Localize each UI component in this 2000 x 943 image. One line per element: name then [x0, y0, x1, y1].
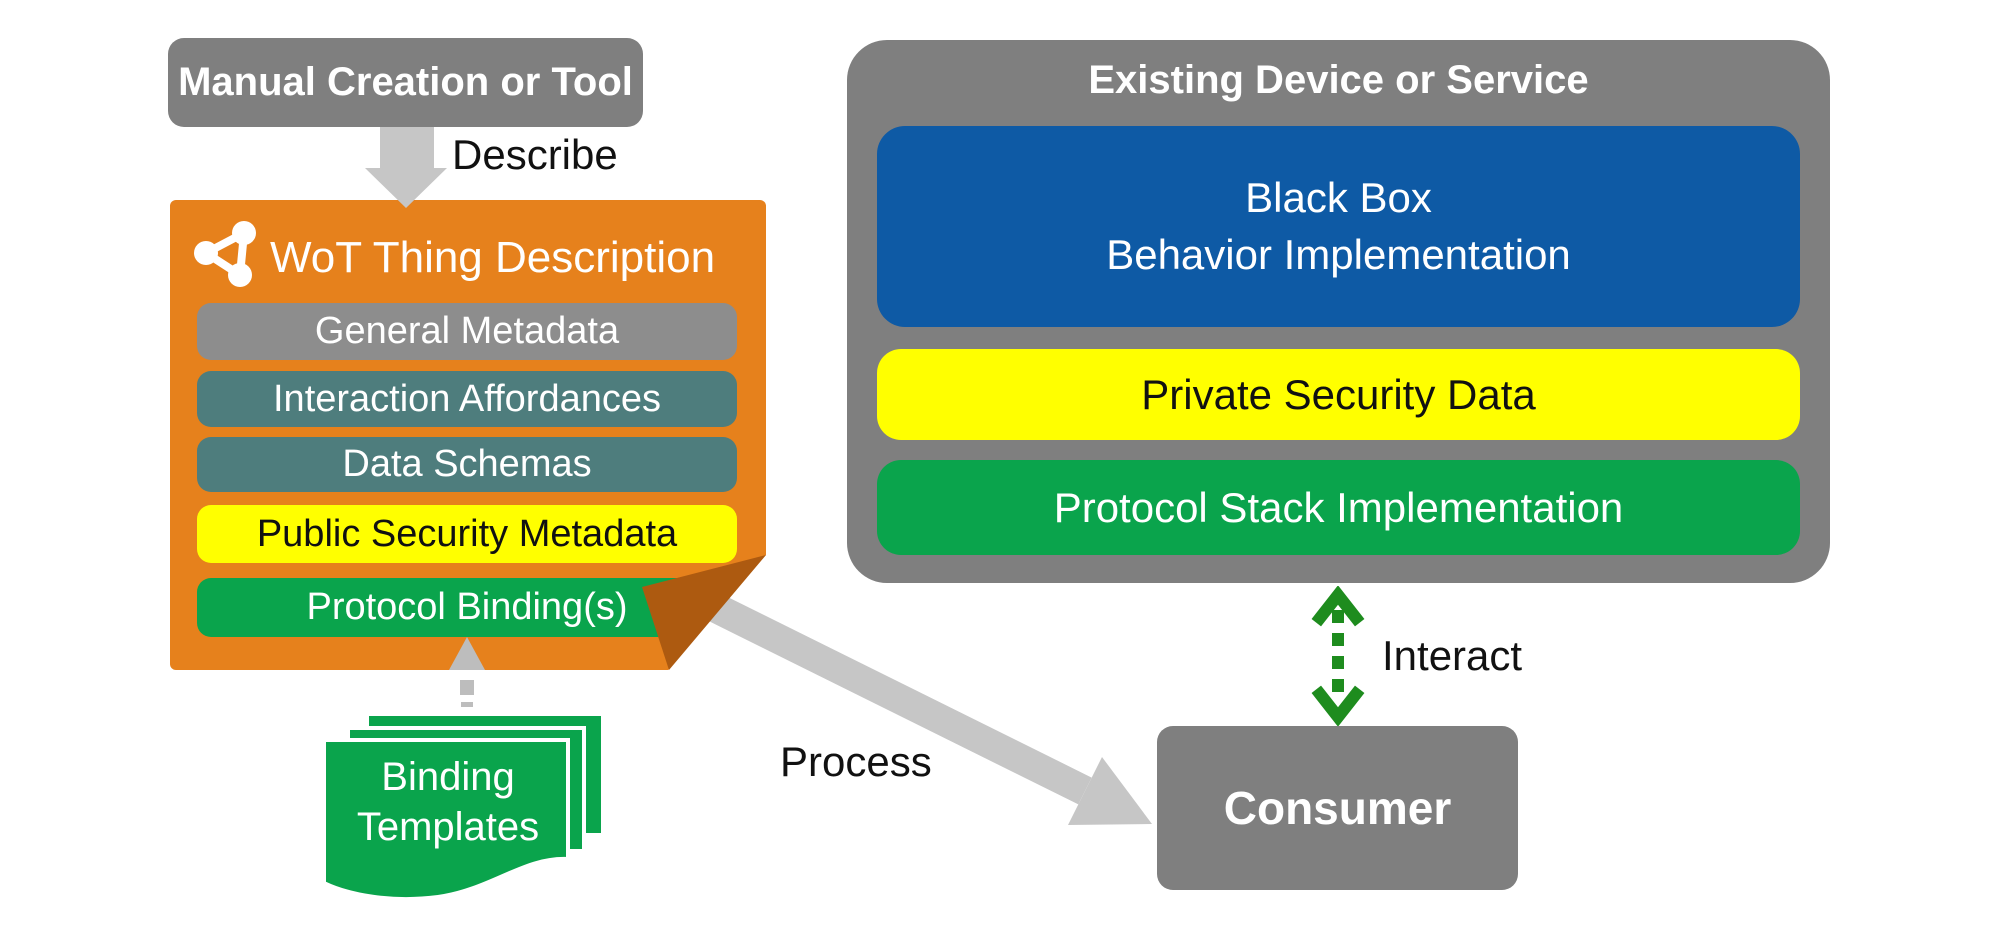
binding-templates-line1: Binding: [381, 755, 515, 799]
existing-device-title: Existing Device or Service: [1088, 58, 1589, 102]
interact-label: Interact: [1382, 632, 1523, 679]
describe-label: Describe: [452, 131, 618, 178]
process-arrow-icon: [693, 586, 1152, 825]
consumer-box: Consumer: [1157, 726, 1518, 890]
existing-device-box: Existing Device or Service Black Box Beh…: [847, 40, 1830, 583]
binding-templates-label: Binding Templates: [329, 752, 567, 852]
section-public-security-metadata: Public Security Metadata: [197, 505, 737, 563]
wot-thing-description-title: WoT Thing Description: [270, 233, 716, 282]
section-interaction-affordances: Interaction Affordances: [197, 371, 737, 427]
layer-private-security-data: Private Security Data: [877, 349, 1800, 440]
section-data-schemas: Data Schemas: [197, 437, 737, 492]
interact-arrow-icon: [1311, 586, 1365, 726]
manual-creation-box: Manual Creation or Tool: [168, 38, 643, 127]
binding-template-doc-front: [322, 738, 570, 901]
layer-black-box-behavior: Black Box Behavior Implementation: [877, 126, 1800, 327]
wot-thing-description-box: WoT Thing Description General Metadata I…: [170, 200, 766, 670]
process-label: Process: [780, 738, 932, 785]
describe-arrow-icon: [365, 127, 447, 208]
folded-corner-icon: [642, 555, 766, 670]
section-general-metadata: General Metadata: [197, 303, 737, 360]
black-box-line2: Behavior Implementation: [1106, 230, 1571, 278]
binding-templates-line2: Templates: [356, 805, 540, 849]
templates-to-td-arrow-icon: [449, 637, 485, 707]
layer-protocol-stack: Protocol Stack Implementation: [877, 460, 1800, 555]
black-box-line1: Black Box: [1245, 173, 1432, 221]
wot-graph-icon: [194, 221, 256, 287]
